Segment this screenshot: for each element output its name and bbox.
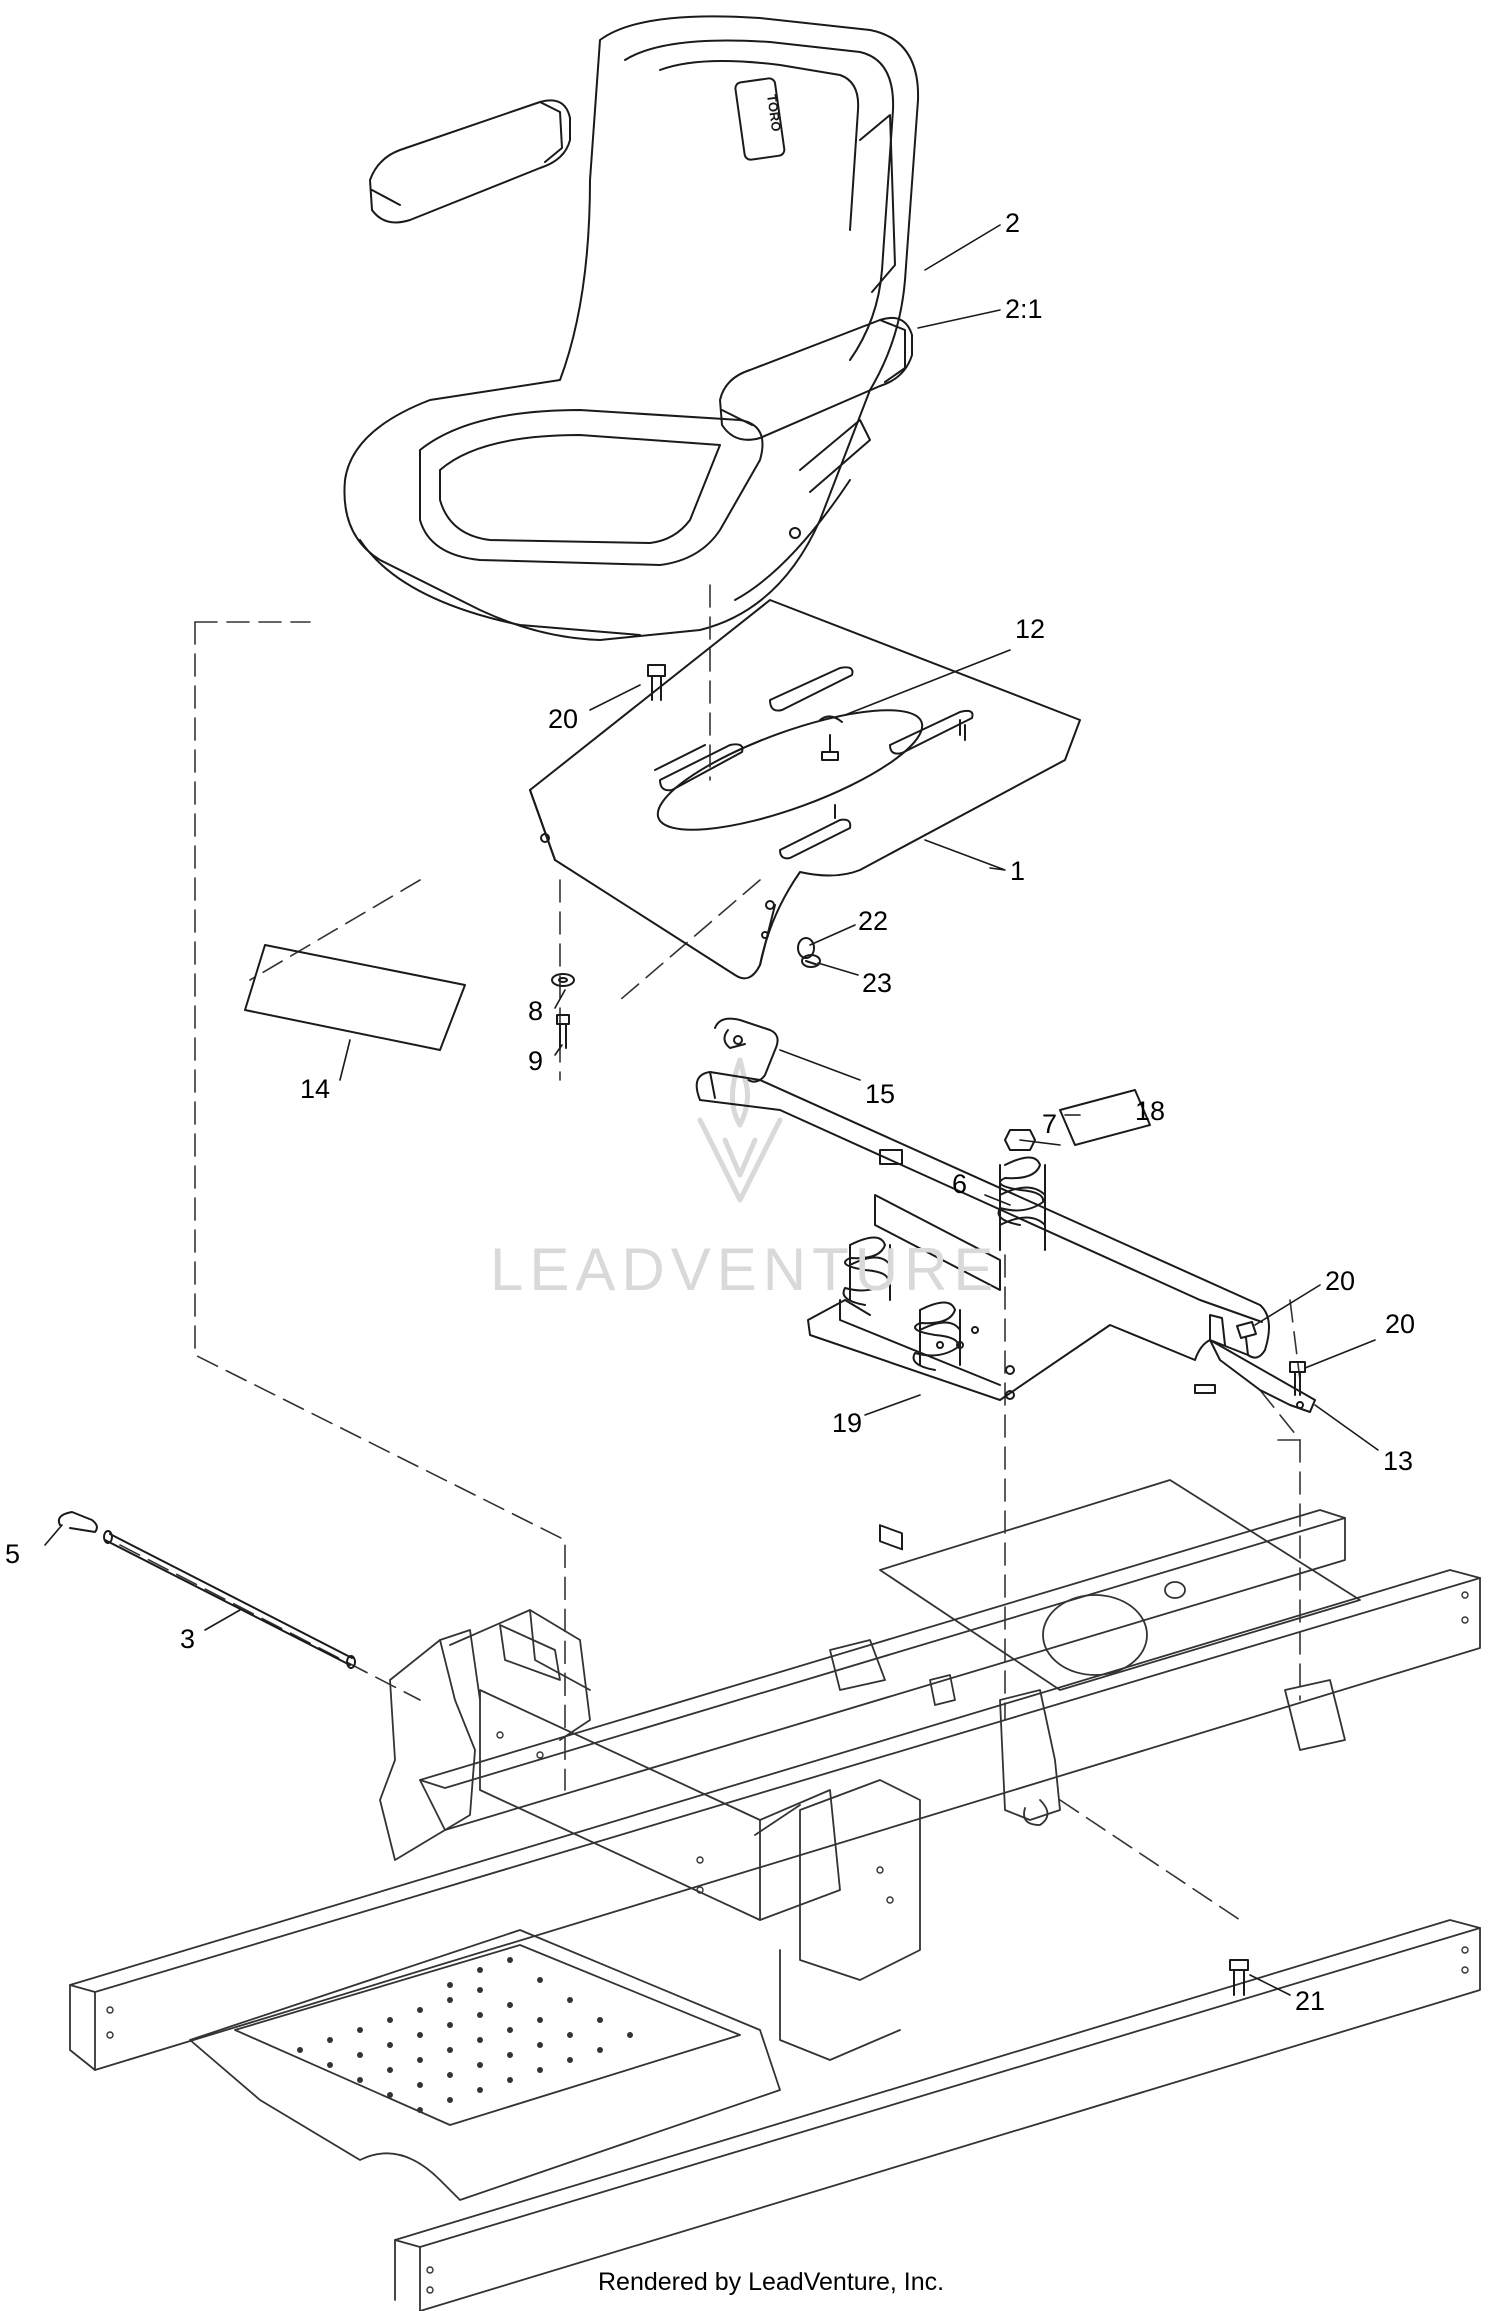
callout-14: 14 (300, 1074, 330, 1104)
callout-20-top: 20 (548, 704, 578, 734)
bolt-21 (1229, 1959, 1249, 1996)
callout-20-right: 20 (1385, 1309, 1415, 1339)
callout-8: 8 (528, 996, 543, 1026)
seat-plate-part (529, 599, 1081, 980)
leader-lines (44, 224, 1379, 1996)
watermark-logo (697, 1057, 783, 1203)
footer-credit: Rendered by LeadVenture, Inc. (598, 2268, 944, 2296)
callout-5: 5 (5, 1539, 20, 1569)
callout-6: 6 (952, 1169, 967, 1199)
tractor-frame (69, 1479, 1481, 2311)
hairpin-5 (57, 1511, 98, 1533)
callout-18: 18 (1135, 1096, 1165, 1126)
callout-numbers: 2 2:1 12 20 1 22 23 8 9 14 15 7 18 6 20 … (5, 208, 1415, 2016)
callout-3: 3 (180, 1624, 195, 1654)
decal-part (244, 944, 466, 1051)
callout-2-1: 2:1 (1005, 294, 1043, 324)
callout-15: 15 (865, 1079, 895, 1109)
floor-perforations (297, 1957, 633, 2113)
callout-22: 22 (858, 906, 888, 936)
seat-switch-part (714, 1017, 779, 1083)
toro-logo-badge (734, 77, 786, 161)
hardware-parts (551, 664, 821, 1049)
watermark-text: LEADVENTURE (490, 1236, 999, 1303)
left-armrest (369, 99, 571, 224)
callout-1: 1 (1010, 856, 1025, 886)
callout-21: 21 (1295, 1986, 1325, 2016)
bracket-13 (1209, 1339, 1316, 1413)
callout-2: 2 (1005, 208, 1020, 238)
suspension-frame-part (695, 1071, 1316, 1551)
callout-9: 9 (528, 1046, 543, 1076)
toro-logo-text: TORO (764, 93, 784, 132)
alignment-lines (119, 584, 1301, 1921)
callout-20-mid: 20 (1325, 1266, 1355, 1296)
callout-7: 7 (1042, 1109, 1057, 1139)
callout-12: 12 (1015, 614, 1045, 644)
right-armrest (719, 316, 913, 441)
pivot-rod-part (57, 1511, 356, 1669)
callout-13: 13 (1383, 1446, 1413, 1476)
springs-part (842, 1156, 1046, 1371)
callout-19: 19 (832, 1408, 862, 1438)
callout-23: 23 (862, 968, 892, 998)
seat-part (343, 15, 920, 641)
decal-18 (1059, 1089, 1151, 1146)
